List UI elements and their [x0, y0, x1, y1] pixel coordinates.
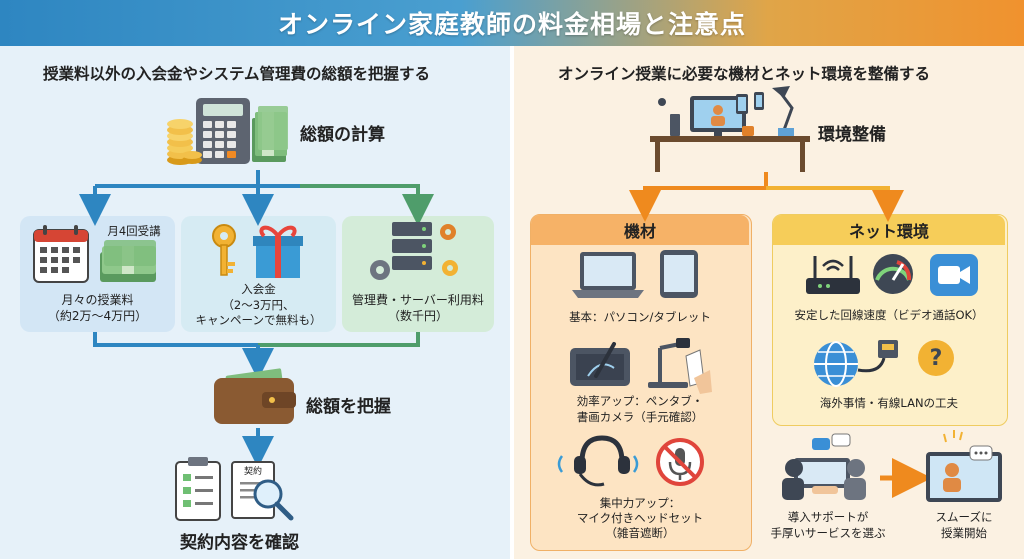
- noise-blocked-icon: [656, 438, 704, 486]
- lesson-start-icon: [926, 430, 1002, 502]
- contract-label: 契約内容を確認: [180, 533, 299, 553]
- efficiency-line1: 効率アップ：ペンタブ・: [576, 394, 704, 408]
- laptop-icon: [572, 252, 644, 298]
- clipboard-icon: [175, 457, 221, 521]
- tuition-line2: （約2万〜4万円）: [47, 309, 148, 324]
- left-connectors: [79, 170, 434, 468]
- router-icon: [806, 256, 860, 294]
- tuition-label: 月々の授業料 （約2万〜4万円）: [20, 292, 175, 324]
- equipment-header: 機材: [623, 222, 656, 241]
- desk-setup-icon: [650, 86, 810, 172]
- environment-label: 環境整備: [818, 125, 886, 145]
- support-label: 導入サポートが 手厚いサービスを選ぶ: [770, 510, 886, 541]
- speed-gauge-icon: [873, 254, 913, 294]
- network-header: ネット環境: [848, 222, 929, 241]
- page-title: オンライン家庭教師の料金相場と注意点: [277, 10, 746, 39]
- document-camera-icon: [648, 338, 712, 394]
- admin-fee-line2: （数千円）: [387, 309, 448, 324]
- left-subtitle: 授業料以外の入会金やシステム管理費の総額を把握する: [43, 65, 431, 83]
- total-calc-label: 総額の計算: [300, 125, 385, 145]
- focus-line2: マイク付きヘッドセット: [576, 510, 704, 525]
- gear-icon: [370, 224, 458, 280]
- gift-box-icon: [253, 225, 303, 278]
- globe-icon: [814, 341, 858, 387]
- efficiency-line2: 書画カメラ（手元確認）: [576, 409, 704, 424]
- server-icon: [392, 222, 432, 270]
- calendar-icon: [33, 225, 89, 283]
- entry-fee-line3: キャンペーンで無料も）: [195, 313, 322, 328]
- right-connectors: [629, 172, 932, 498]
- support-line2: 手厚いサービスを選ぶ: [770, 525, 886, 540]
- support-handshake-icon: [782, 433, 866, 500]
- cash-bundle-icon: [100, 240, 156, 282]
- coin-stack-icon: [167, 119, 202, 165]
- tuition-sessions-label: 月4回受講: [107, 224, 161, 238]
- entry-fee-line1: 入会金: [241, 282, 276, 296]
- headset-icon: [557, 435, 639, 487]
- panel-divider: [510, 46, 514, 559]
- question-icon: [918, 340, 954, 376]
- focus-line3: （雑音遮断）: [605, 525, 675, 540]
- equipment-basic: 基本：パソコン/タブレット: [569, 310, 711, 324]
- video-call-icon: [930, 254, 978, 296]
- tablet-icon: [660, 250, 698, 298]
- grasp-total-label: 総額を把握: [306, 397, 391, 417]
- contract-doc-text: 契約: [243, 467, 262, 477]
- calculator-icon: [196, 98, 250, 164]
- entry-fee-label: 入会金 （2〜3万円、 キャンペーンで無料も）: [181, 282, 336, 329]
- support-line1: 導入サポートが: [787, 510, 869, 524]
- question-mark: ?: [929, 346, 943, 371]
- tuition-line1: 月々の授業料: [61, 293, 134, 307]
- lan-cable-icon: [857, 340, 898, 373]
- focus-line1: 集中力アップ：: [599, 496, 681, 510]
- network-speed: 安定した回線速度（ビデオ通話OK）: [794, 308, 984, 322]
- start-line1: スムーズに: [935, 510, 993, 524]
- network-box: [772, 214, 1008, 426]
- key-icon: [212, 224, 236, 276]
- banknote-stack-icon: [252, 106, 288, 162]
- lesson-start-label: スムーズに 授業開始: [924, 510, 1004, 541]
- start-line2: 授業開始: [941, 525, 987, 540]
- equipment-focus: 集中力アップ： マイク付きヘッドセット （雑音遮断）: [531, 496, 749, 541]
- network-overseas: 海外事情・有線LANの工夫: [819, 396, 959, 410]
- magnifier-icon: [253, 479, 294, 521]
- entry-fee-line2: （2〜3万円、: [222, 297, 295, 312]
- title-banner: オンライン家庭教師の料金相場と注意点: [0, 0, 1024, 46]
- wallet-icon: [214, 368, 296, 424]
- admin-fee-line1: 管理費・サーバー利用料: [352, 293, 484, 307]
- equipment-efficiency: 効率アップ：ペンタブ・ 書画カメラ（手元確認）: [531, 394, 749, 425]
- right-subtitle: オンライン授業に必要な機材とネット環境を整備する: [558, 65, 931, 83]
- admin-fee-label: 管理費・サーバー利用料 （数千円）: [342, 292, 494, 324]
- pen-tablet-icon: [570, 342, 630, 386]
